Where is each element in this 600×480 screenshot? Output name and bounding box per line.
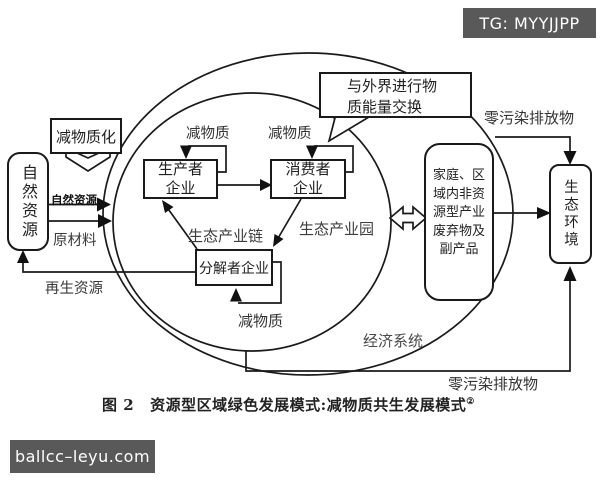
consumer-loop-line (314, 145, 354, 173)
arrow-recycled-line (22, 261, 195, 273)
exchange-callout-tail (327, 113, 378, 143)
producer-loop-line (188, 145, 227, 173)
zero-pollution-label-top: 零污染排放物 (484, 109, 575, 127)
eco-industrial-park-label: 生态产业园 (299, 220, 375, 238)
decomposer-box: 分解者企业 (195, 249, 273, 286)
eco-environment-box: 生态环境 (549, 164, 592, 264)
figure-number: 图 2 (102, 396, 135, 414)
natural-resources-box: 自然资源 (7, 152, 49, 251)
watermark: ballcc–leyu.com (10, 440, 155, 473)
arrowhead-household-eco (537, 207, 551, 219)
arrowhead-raw-materials (98, 214, 112, 228)
arrowhead-zero-top (563, 151, 577, 165)
arrowhead-natural-resource (97, 197, 111, 212)
arrowhead-decomposer-loop (230, 288, 242, 302)
household-box: 家庭、区 域内非资 源型产业 废弃物及 副产品 (424, 143, 494, 301)
arrowhead-producer-loop (180, 145, 192, 159)
arrow-decomposer-producer-line (165, 205, 198, 250)
reduce-material-label-producer: 减物质 (186, 126, 230, 142)
decomposer-loop-line (238, 261, 282, 304)
eco-industrial-chain-label: 生态产业链 (188, 227, 264, 245)
arrowhead-zero-bottom (563, 266, 577, 281)
figure-caption-footnote-mark: ② (466, 397, 475, 407)
figure-caption: 图 2 资源型区域绿色发展模式:减物质共生发展模式② (102, 394, 494, 415)
natural-resource-flow-label: 自然资源 (51, 193, 97, 207)
figure-caption-text: 资源型区域绿色发展模式:减物质共生发展模式 (150, 396, 467, 414)
zero-pollution-top-line (495, 136, 571, 153)
reduce-material-label-decomposer: 减物质 (238, 312, 284, 330)
double-arrow (388, 205, 428, 231)
telegram-badge: TG: MYYJJPP (463, 8, 596, 38)
producer-box: 生产者 企业 (143, 159, 218, 199)
arrowhead-consumer-loop (306, 145, 318, 159)
external-exchange-box: 与外界进行物 质能量交换 (319, 72, 472, 118)
arrowhead-decomposer-producer (162, 200, 174, 213)
zero-pollution-label-bottom: 零污染排放物 (448, 375, 539, 393)
arrowhead-producer-consumer (260, 179, 272, 191)
economic-system-ellipse (102, 52, 514, 376)
dematerialization-box: 减物质化 (50, 118, 122, 154)
zero-pollution-bottom-line (245, 279, 571, 372)
eco-park-ellipse (112, 92, 392, 352)
arrowhead-consumer-decomposer (273, 234, 284, 247)
recycled-resources-label: 再生资源 (45, 281, 103, 297)
consumer-box: 消费者 企业 (270, 159, 346, 199)
reduce-material-label-consumer: 减物质 (268, 126, 312, 142)
raw-materials-label: 原材料 (53, 233, 97, 249)
arrow-consumer-decomposer-line (276, 198, 302, 241)
economic-system-label: 经济系统 (363, 332, 424, 350)
arrowhead-recycled (17, 250, 29, 263)
